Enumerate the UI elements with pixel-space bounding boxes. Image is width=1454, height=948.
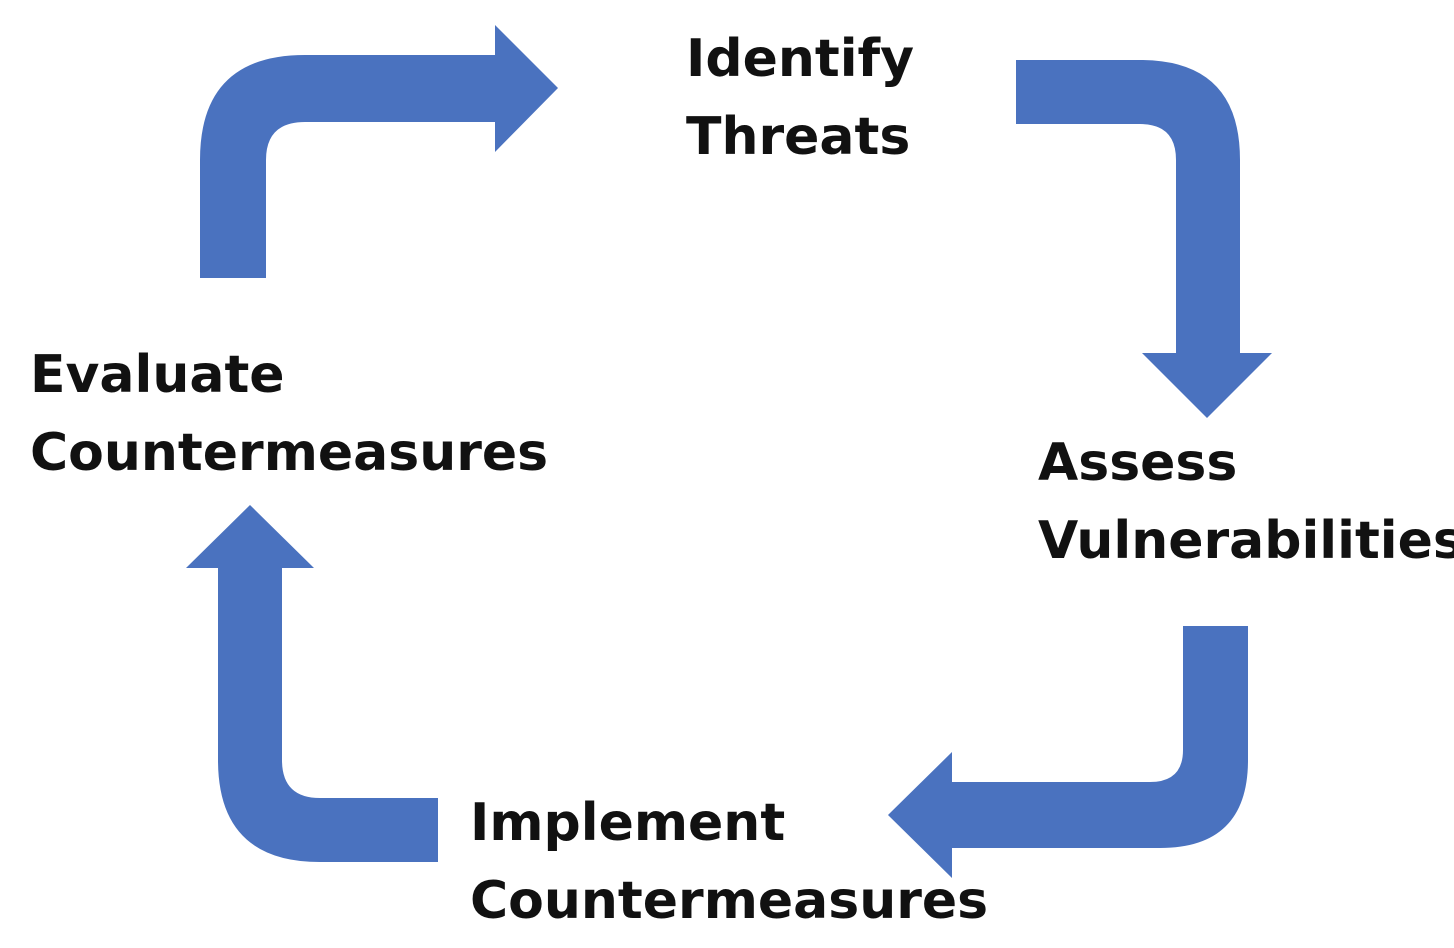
step-evaluate-countermeasures: Evaluate Countermeasures bbox=[30, 336, 548, 492]
step-implement-countermeasures: Implement Countermeasures bbox=[470, 784, 988, 940]
step-implement-line1: Implement bbox=[470, 793, 786, 853]
step-assess-line1: Assess bbox=[1038, 433, 1238, 493]
step-evaluate-line2: Countermeasures bbox=[30, 423, 549, 483]
step-assess-vulnerabilities: Assess Vulnerabilities bbox=[1038, 424, 1454, 580]
step-identify-threats: Identify Threats bbox=[686, 20, 914, 176]
arrow-assess-to-implement bbox=[888, 626, 1248, 878]
arrow-evaluate-to-identify bbox=[200, 25, 558, 278]
step-identify-line1: Identify bbox=[686, 29, 915, 89]
arrow-identify-to-assess bbox=[1016, 60, 1272, 418]
arrow-implement-to-evaluate bbox=[186, 505, 438, 862]
step-evaluate-line1: Evaluate bbox=[30, 345, 285, 405]
step-assess-line2: Vulnerabilities bbox=[1038, 511, 1454, 571]
step-implement-line2: Countermeasures bbox=[470, 871, 989, 931]
step-identify-line2: Threats bbox=[686, 107, 911, 167]
